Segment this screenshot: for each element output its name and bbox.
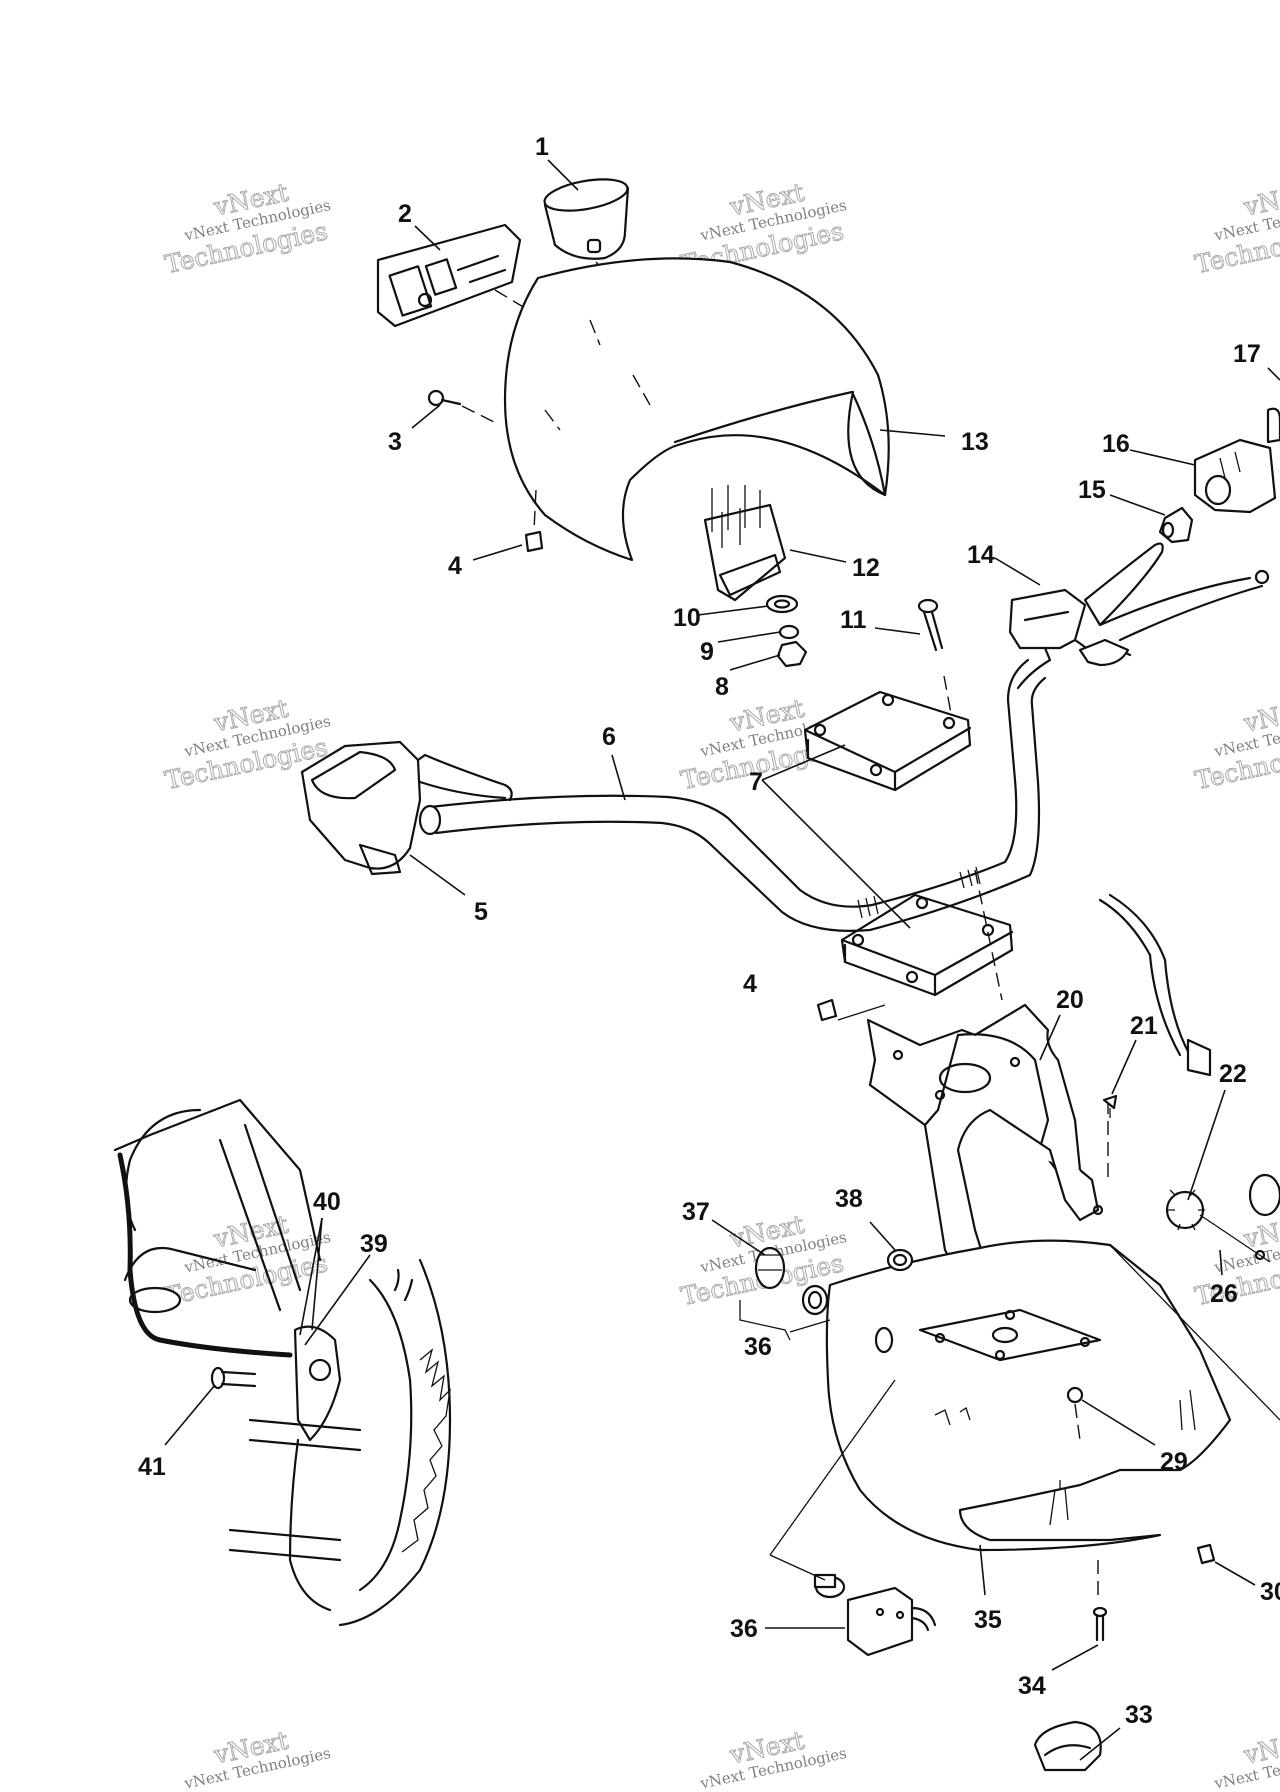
callout-20: 20 — [1056, 986, 1084, 1014]
part-30-clip — [1196, 1543, 1216, 1565]
callout-36-lower: 36 — [730, 1615, 758, 1643]
callout-12: 12 — [852, 554, 880, 582]
part-17-switch-cap — [1266, 407, 1280, 444]
callout-8: 8 — [715, 673, 729, 701]
callout-2: 2 — [398, 200, 412, 228]
callout-36-upper: 36 — [744, 1333, 772, 1361]
callout-6: 6 — [602, 723, 616, 751]
callout-38: 38 — [835, 1185, 863, 1213]
part-29-screw — [1066, 1386, 1084, 1441]
part-7-clamp-lower — [840, 869, 1014, 1001]
callout-4-lower: 4 — [743, 970, 757, 998]
part-2-switch — [376, 223, 536, 328]
callout-5: 5 — [474, 898, 488, 926]
callout-9: 9 — [700, 638, 714, 666]
part-37-connector — [754, 1246, 786, 1290]
callout-3: 3 — [388, 428, 402, 456]
part-13-pod-cover — [503, 257, 890, 562]
callout-39: 39 — [360, 1230, 388, 1258]
part-22-harness-connector — [1098, 893, 1280, 1217]
part-35-cowl — [825, 1239, 1280, 1552]
callout-14: 14 — [967, 541, 995, 569]
callout-1: 1 — [535, 133, 549, 161]
callout-37: 37 — [682, 1198, 710, 1226]
callout-40: 40 — [313, 1188, 341, 1216]
part-9-lockwasher — [778, 624, 800, 640]
part-12-connector — [703, 485, 787, 602]
callout-33: 33 — [1125, 1701, 1153, 1729]
part-8-nut — [776, 640, 808, 668]
callout-35: 35 — [974, 1606, 1002, 1634]
callout-41: 41 — [138, 1453, 166, 1481]
callout-26: 26 — [1210, 1280, 1238, 1308]
part-10-washer — [765, 594, 799, 614]
part-7-clamp-upper — [803, 690, 972, 792]
watermark: vNext vNext Technologies Technologies — [162, 177, 333, 279]
part-3-screw — [427, 389, 499, 425]
part-15-spacer — [1158, 506, 1194, 544]
callout-11: 11 — [840, 606, 867, 634]
watermark: vNext vNext Technologies — [1212, 1725, 1280, 1792]
leader-lines — [164, 159, 1280, 1761]
watermark: vNext vNext Technologies — [182, 1725, 332, 1792]
part-5-master-cylinder — [300, 740, 513, 876]
part-4-clip-upper — [524, 489, 544, 553]
part-21-screw — [1102, 1094, 1118, 1118]
callout-29: 29 — [1160, 1448, 1188, 1476]
watermark: vNext vNext Technologies Technologies — [1192, 177, 1280, 279]
part-26-gear — [1165, 1189, 1271, 1263]
callout-21: 21 — [1130, 1012, 1158, 1040]
callout-4-upper: 4 — [448, 552, 462, 580]
part-33-clamp — [1033, 1720, 1102, 1772]
callouts: 1 2 3 4 4 5 6 7 8 9 10 11 12 13 14 15 16… — [138, 133, 1280, 1729]
part-1-housing — [543, 178, 630, 281]
part-4-clip-lower — [816, 998, 886, 1022]
part-6-handlebar — [428, 658, 1047, 932]
wheel-sensor-subview — [113, 1098, 452, 1627]
callout-30: 30 — [1260, 1578, 1280, 1606]
watermark: vNext vNext Technologies — [698, 1725, 848, 1792]
part-36-grommet-upper — [739, 1284, 831, 1341]
callout-22: 22 — [1219, 1060, 1247, 1088]
callout-34: 34 — [1018, 1672, 1046, 1700]
callout-7: 7 — [749, 768, 763, 796]
callout-16: 16 — [1102, 430, 1130, 458]
part-14-right-master-cylinder — [1008, 542, 1270, 690]
callout-13: 13 — [961, 428, 989, 456]
watermark: vNext vNext Technologies Technologies — [1192, 693, 1280, 795]
callout-17: 17 — [1233, 340, 1261, 368]
part-36-switch-lower — [769, 1379, 937, 1657]
part-38-grommet — [886, 1248, 914, 1272]
callout-10: 10 — [673, 604, 701, 632]
callout-15: 15 — [1078, 476, 1106, 504]
part-16-switch-housing — [1193, 438, 1277, 514]
part-34-bolt — [1092, 1560, 1108, 1642]
